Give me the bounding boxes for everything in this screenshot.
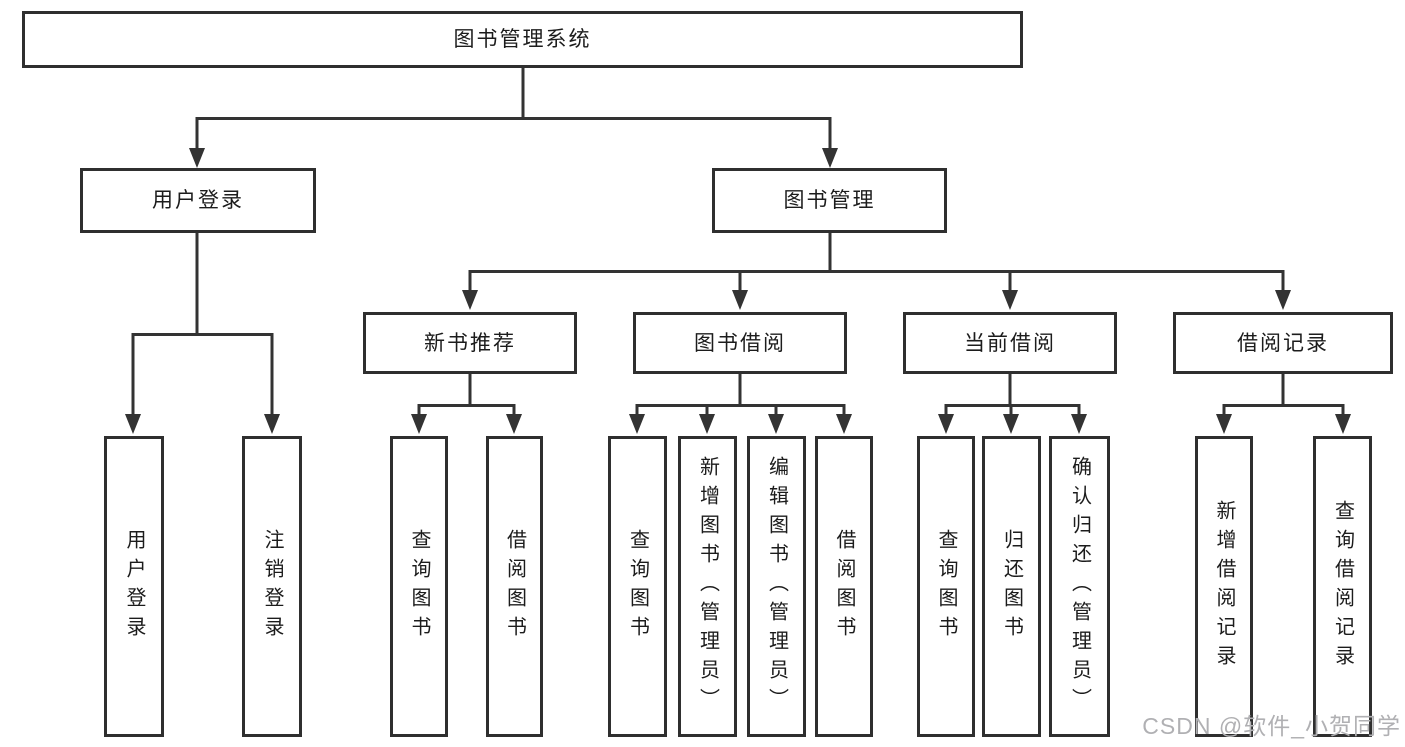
connector-current-borrow-to-leaves [938,372,1087,434]
node-label: 查询图书 [626,528,649,645]
node-label: 查询借阅记录 [1331,499,1354,674]
leaf-query-books-recommend: 查询图书 [390,436,448,737]
leaf-add-borrow-record: 新增借阅记录 [1195,436,1253,737]
node-borrowing-records: 借阅记录 [1173,312,1393,374]
leaf-add-books-admin: 新增图书（管理员） [678,436,737,737]
node-label: 编辑图书（管理员） [765,456,788,717]
leaf-borrow-books: 借阅图书 [815,436,873,737]
node-label: 注销登录 [261,528,283,645]
node-book-management: 图书管理 [712,168,947,233]
node-label: 新书推荐 [424,331,516,355]
node-label: 当前借阅 [964,331,1056,355]
node-label: 查询图书 [935,528,957,645]
connector-book-mgmt-to-level3 [462,230,1291,310]
node-label: 借阅图书 [833,528,855,645]
node-label: 图书管理系统 [453,28,592,51]
node-label: 用户登录 [123,528,145,645]
leaf-confirm-return-admin: 确认归还（管理员） [1049,436,1110,737]
node-label: 归还图书 [1000,528,1023,645]
node-label: 借阅图书 [503,528,526,645]
connector-book-borrow-to-leaves [629,372,852,434]
leaf-query-books-borrow: 查询图书 [608,436,667,737]
connector-user-login-to-leaves [125,230,280,434]
connector-borrow-records-to-leaves [1216,372,1351,434]
leaf-logout: 注销登录 [242,436,302,737]
leaf-query-books-current: 查询图书 [917,436,975,737]
node-new-book-recommendation: 新书推荐 [363,312,577,374]
node-book-borrowing: 图书借阅 [633,312,847,374]
node-label: 查询图书 [408,528,430,645]
node-label: 用户登录 [152,189,244,212]
node-label: 图书借阅 [694,331,786,355]
leaf-return-books: 归还图书 [982,436,1041,737]
leaf-query-borrow-record: 查询借阅记录 [1313,436,1372,737]
node-current-borrowing: 当前借阅 [903,312,1117,374]
leaf-edit-books-admin: 编辑图书（管理员） [747,436,806,737]
csdn-watermark: CSDN @软件_小贺同学 [1142,713,1401,739]
node-label: 借阅记录 [1237,331,1329,355]
node-label: 确认归还（管理员） [1068,456,1091,717]
node-label: 图书管理 [783,189,876,212]
connector-root-to-level2 [189,65,838,168]
leaf-user-login: 用户登录 [104,436,164,737]
connector-new-book-rec-to-leaves [411,372,522,434]
node-user-login: 用户登录 [80,168,316,233]
node-library-management-system: 图书管理系统 [22,11,1023,68]
node-label: 新增借阅记录 [1213,499,1235,674]
node-label: 新增图书（管理员） [696,456,719,717]
leaf-borrow-books-recommend: 借阅图书 [486,436,543,737]
